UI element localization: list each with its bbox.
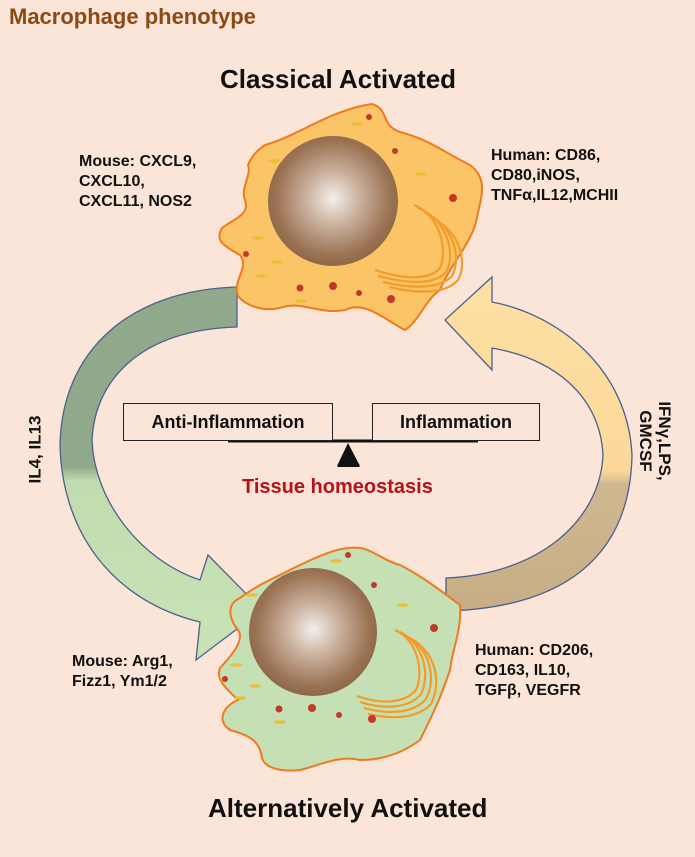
nucleus [268,136,398,266]
tissue-homeostasis-label: Tissue homeostasis [242,476,433,498]
label-line: GMCSF [636,410,655,472]
marker-line: Fizz1, Ym1/2 [72,673,167,690]
figure-title: Macrophage phenotype [9,4,256,29]
anti-inflammation-box: Anti-Inflammation [123,403,333,441]
classical-human-markers: Human: CD86, CD80,iNOS, TNFα,IL12,MCHII [491,146,618,206]
marker-line: Mouse: Arg1, [72,653,173,670]
marker-line: CD80,iNOS, [491,167,580,184]
fulcrum-triangle [337,443,360,466]
alternative-human-markers: Human: CD206, CD163, IL10, TGFβ, VEGFR [475,641,593,701]
alternative-mouse-markers: Mouse: Arg1, Fizz1, Ym1/2 [72,652,173,692]
marker-line: Mouse: CXCL9, [79,153,197,170]
marker-line: TNFα,IL12,MCHII [491,187,619,204]
il4-il13-label: IL4, IL13 [25,415,45,484]
vesicles [243,114,457,303]
left-cycle-arrow [59,286,263,662]
alternative-heading: Alternatively Activated [208,793,488,823]
marker-line: CXCL11, NOS2 [79,193,192,210]
golgi-apparatus [374,203,464,293]
marker-line: Human: CD206, [475,642,594,659]
inflammation-box: Inflammation [372,403,540,441]
marker-line: Human: CD86, [491,147,601,164]
nucleus [249,568,377,696]
classical-mouse-markers: Mouse: CXCL9, CXCL10, CXCL11, NOS2 [79,152,196,212]
marker-line: TGFβ, VEGFR [475,682,581,699]
classical-macrophage-cell [218,102,484,332]
marker-line: CXCL10, [79,173,145,190]
ifn-lps-gmcsf-label: IFNγ,LPS, GMCSF [636,391,674,491]
golgi-apparatus [356,628,438,719]
classical-heading: Classical Activated [220,64,457,94]
mitochondria [252,122,427,303]
alternative-macrophage-cell [217,546,462,772]
marker-line: CD163, IL10, [475,662,571,679]
vesicles [222,552,438,723]
mitochondria [230,559,409,724]
label-line: IFNγ,LPS, [655,401,674,481]
right-cycle-arrow [444,275,633,612]
